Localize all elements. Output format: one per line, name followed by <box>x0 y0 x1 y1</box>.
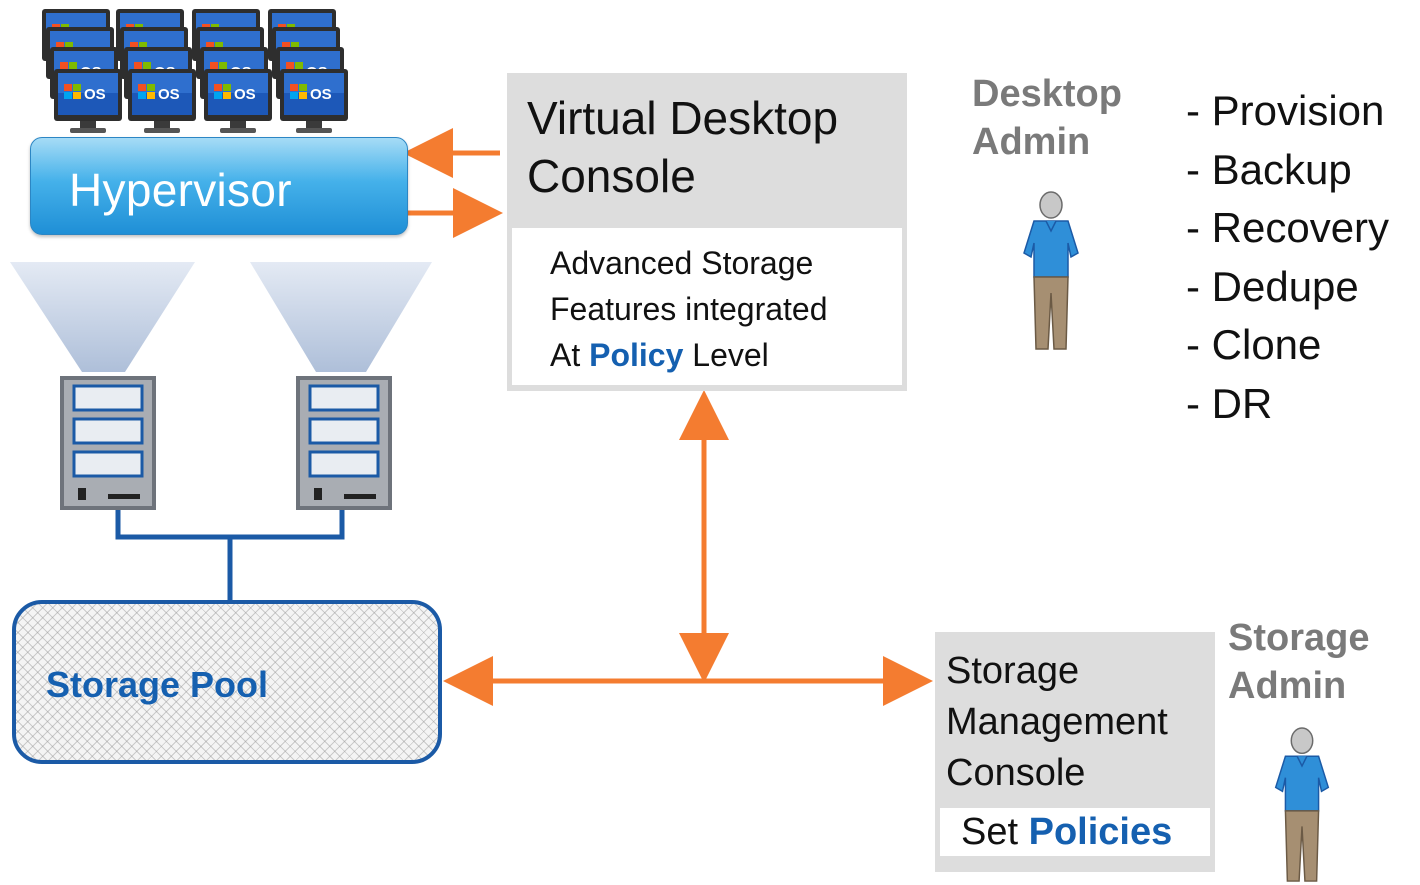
task-backup: - Backup <box>1186 145 1352 193</box>
storage-pool: Storage Pool <box>12 600 442 764</box>
admin-label-line: Admin <box>972 121 1091 163</box>
admin-label-line: Admin <box>1228 665 1347 707</box>
person-icon <box>1023 191 1079 350</box>
storage-features-panel: Advanced Storage Features integrated At … <box>512 228 902 385</box>
features-line: Features integrated <box>550 291 828 327</box>
virtual-desktop-console-title: Virtual Desktop Console <box>527 89 902 205</box>
admin-label-line: Storage <box>1228 617 1370 659</box>
hypervisor-label: Hypervisor <box>69 164 292 216</box>
desktop-admin-label: Desktop Admin <box>972 70 1122 166</box>
features-text: At <box>550 337 581 373</box>
svg-text:OS: OS <box>158 86 180 103</box>
svg-text:OS: OS <box>84 86 106 103</box>
task-recovery: - Recovery <box>1186 204 1390 251</box>
hypervisor-box: Hypervisor <box>30 137 408 235</box>
console-title-line: Virtual Desktop <box>527 92 839 144</box>
monitor-icon: OS <box>204 69 272 133</box>
svg-text:OS: OS <box>234 86 256 103</box>
storage-pool-label: Storage Pool <box>46 664 269 705</box>
person-icon <box>1274 727 1330 882</box>
beam-icon <box>10 262 195 372</box>
set-text: Set <box>961 811 1019 853</box>
console-title-line: Console <box>946 752 1086 794</box>
server-icon <box>60 376 156 510</box>
monitor-icon: OS <box>54 69 122 133</box>
features-line: At Policy Level <box>550 332 900 378</box>
task-dr: - DR <box>1186 379 1273 427</box>
console-title-line: Storage <box>946 650 1080 692</box>
features-text: Level <box>692 337 769 373</box>
desktop-admin-task-list: - Provision - Backup - Recovery - Dedupe… <box>1186 82 1389 433</box>
console-title-line: Console <box>527 150 696 202</box>
set-policies-panel: Set Policies <box>940 808 1210 856</box>
task-provision: - Provision <box>1186 87 1385 134</box>
storage-management-console-title: Storage Management Console <box>946 646 1211 799</box>
monitor-icon: OS <box>280 69 348 133</box>
features-line: Advanced Storage <box>550 245 814 281</box>
storage-management-console: Storage Management Console Set Policies <box>935 632 1215 872</box>
server-link-line <box>115 510 345 602</box>
beam-icon <box>250 262 432 372</box>
policy-emphasis: Policy <box>589 337 684 373</box>
storage-admin-label: Storage Admin <box>1228 614 1369 710</box>
virtual-desktop-console: Virtual Desktop Console Advanced Storage… <box>507 73 907 391</box>
monitor-icon: OS <box>128 69 196 133</box>
task-dedupe: - Dedupe <box>1186 262 1359 310</box>
policies-emphasis: Policies <box>1028 811 1173 853</box>
task-clone: - Clone <box>1186 321 1322 368</box>
admin-label-line: Desktop <box>972 73 1122 115</box>
server-icon <box>296 376 392 510</box>
svg-text:OS: OS <box>310 86 332 103</box>
console-title-line: Management <box>946 701 1168 743</box>
